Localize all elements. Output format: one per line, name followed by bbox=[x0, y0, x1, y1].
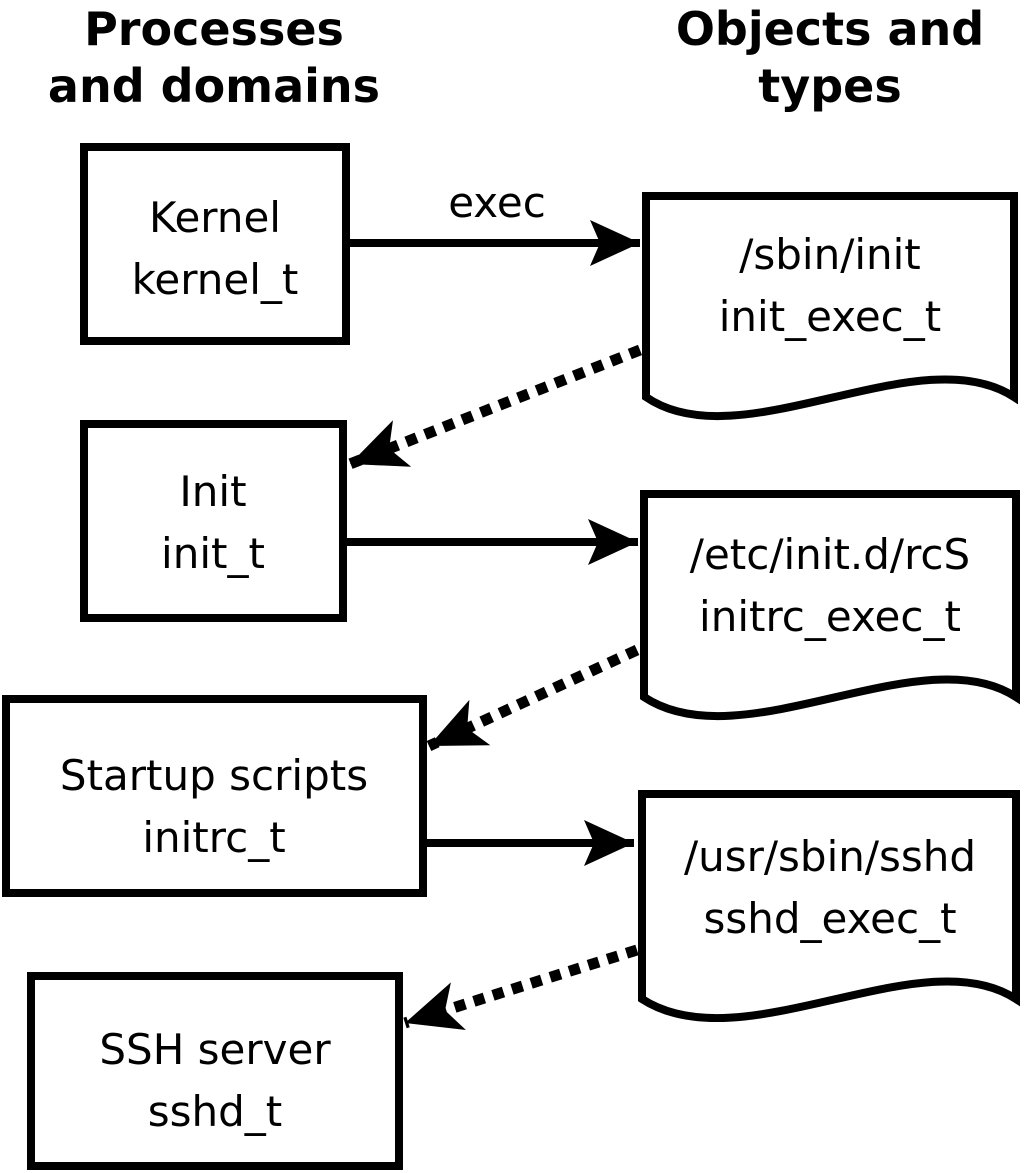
process-node-startup-scripts: Startup scripts initrc_t bbox=[2, 695, 427, 897]
object-doc-etc-initd-rcs bbox=[640, 490, 1020, 721]
process-node-kernel: Kernel kernel_t bbox=[80, 143, 350, 345]
object-type-etc-initd-rcs: initrc_exec_t bbox=[699, 592, 961, 641]
object-path-etc-initd-rcs: /etc/init.d/rcS bbox=[690, 530, 970, 579]
process-label-ssh-server: SSH server bbox=[99, 1025, 331, 1074]
process-node-init: Init init_t bbox=[80, 420, 347, 622]
transition-arrow-sbin-init-to-init bbox=[347, 344, 643, 470]
object-doc-usr-sbin-sshd bbox=[638, 790, 1020, 1023]
process-type-kernel: kernel_t bbox=[132, 255, 299, 304]
object-type-sbin-init: init_exec_t bbox=[719, 292, 942, 341]
exec-arrow-label: exec bbox=[448, 178, 546, 227]
process-box-kernel bbox=[80, 143, 350, 345]
object-node-usr-sbin-sshd: /usr/sbin/sshd sshd_exec_t bbox=[638, 790, 1020, 1023]
object-path-sbin-init: /sbin/init bbox=[739, 230, 921, 279]
exec-arrows: exec bbox=[345, 178, 640, 866]
transition-arrows bbox=[347, 344, 643, 1031]
process-label-kernel: Kernel bbox=[149, 193, 281, 242]
right-header-line2: types bbox=[758, 59, 901, 113]
process-type-ssh-server: sshd_t bbox=[148, 1087, 283, 1136]
process-box-init bbox=[80, 420, 347, 622]
process-type-startup-scripts: initrc_t bbox=[142, 813, 285, 862]
object-type-usr-sbin-sshd: sshd_exec_t bbox=[703, 894, 956, 943]
object-path-usr-sbin-sshd: /usr/sbin/sshd bbox=[684, 832, 976, 881]
object-doc-sbin-init bbox=[642, 192, 1018, 421]
column-headers: Processes and domains Objects and types bbox=[48, 2, 984, 113]
process-label-startup-scripts: Startup scripts bbox=[60, 751, 368, 800]
process-box-startup-scripts bbox=[2, 695, 427, 897]
left-header-line1: Processes bbox=[84, 2, 344, 56]
transition-arrow-sshd-to-sshserver bbox=[403, 944, 639, 1031]
process-label-init: Init bbox=[179, 467, 246, 516]
process-type-init: init_t bbox=[161, 529, 265, 578]
right-header-line1: Objects and bbox=[676, 2, 984, 56]
object-node-etc-initd-rcs: /etc/init.d/rcS initrc_exec_t bbox=[640, 490, 1020, 721]
object-node-sbin-init: /sbin/init init_exec_t bbox=[642, 192, 1018, 421]
left-header-line2: and domains bbox=[48, 59, 380, 113]
process-box-ssh-server bbox=[27, 972, 403, 1170]
transition-arrow-rcs-to-initrc bbox=[426, 645, 640, 751]
process-node-ssh-server: SSH server sshd_t bbox=[27, 972, 403, 1170]
